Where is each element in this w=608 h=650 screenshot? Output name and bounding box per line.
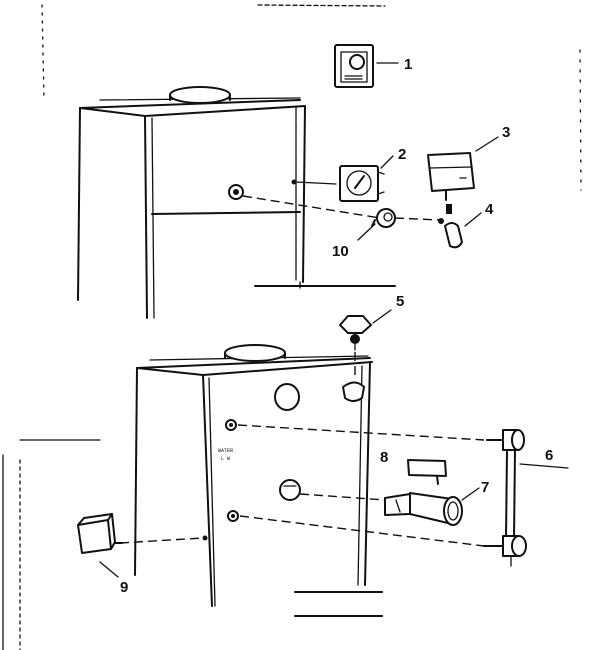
piping-assembly-part-6 [483,429,527,567]
rating-label-line2: L W [221,456,230,462]
fitting-part-4 [438,204,463,249]
callout-2: 2 [398,146,406,163]
callout-10: 10 [332,243,349,260]
callout-3: 3 [502,124,510,141]
rating-label: WATER L W [218,448,233,462]
remote-control-part-9 [77,513,123,554]
control-box-part-3 [427,152,475,201]
rating-label-line1: WATER [218,448,233,454]
lower-boiler-cabinet [134,344,383,617]
scan-artifacts [2,4,582,650]
sight-port [279,479,301,501]
callout-5: 5 [396,293,404,310]
callout-7: 7 [481,479,489,496]
callout-6: 6 [545,447,553,464]
callout-labels: 1 2 3 4 5 6 7 8 9 10 [120,56,553,596]
callout-4: 4 [485,201,494,218]
pressure-gauge-part-2 [339,165,385,202]
callout-1: 1 [404,56,412,73]
callout-8: 8 [380,449,388,466]
upper-boiler-cabinet [77,86,396,319]
relief-valve-part-5 [339,315,372,402]
cylinder-control-part-7 [384,492,463,526]
control-port-upper [228,184,244,200]
thermostat-part-1 [334,44,374,88]
bushing-part-10 [371,208,396,228]
callout-9: 9 [120,579,128,596]
tapping-holes [202,419,239,541]
plug-part-8 [407,459,447,485]
